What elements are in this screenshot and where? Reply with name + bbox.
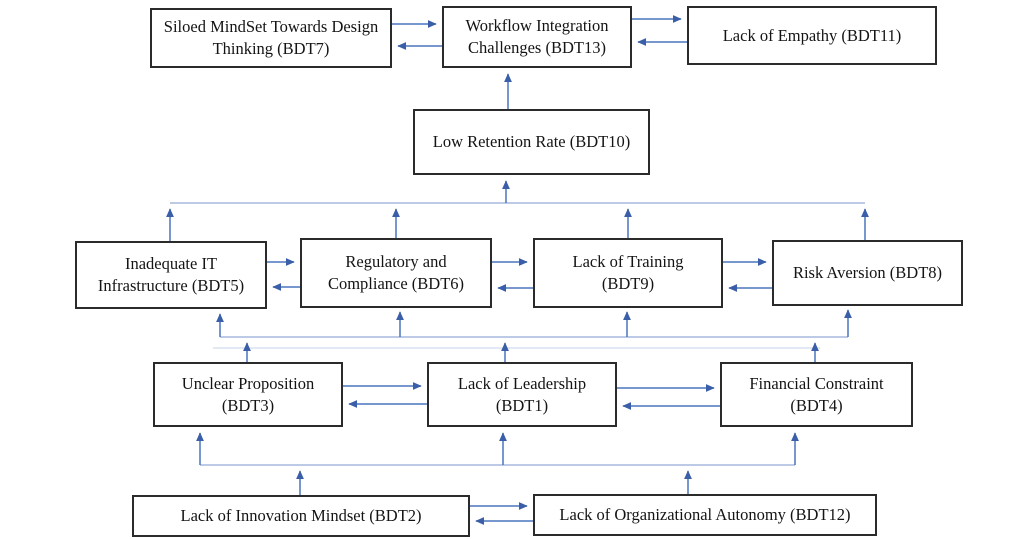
node-bdt4: Financial Constraint (BDT4)	[720, 362, 913, 427]
bus-level3-to-bdt10	[166, 180, 869, 241]
node-bdt3: Unclear Proposition (BDT3)	[153, 362, 343, 427]
node-bdt6: Regulatory and Compliance (BDT6)	[300, 238, 492, 308]
row1-arrows	[392, 15, 687, 109]
node-bdt7: Siloed MindSet Towards Design Thinking (…	[150, 8, 392, 68]
row5-arrows	[470, 502, 533, 525]
node-bdt2: Lack of Innovation Mindset (BDT2)	[132, 495, 470, 537]
row3-arrows	[267, 258, 772, 292]
node-bdt12: Lack of Organizational Autonomy (BDT12)	[533, 494, 877, 536]
node-bdt8: Risk Aversion (BDT8)	[772, 240, 963, 306]
node-bdt1: Lack of Leadership (BDT1)	[427, 362, 617, 427]
node-bdt9: Lack of Training (BDT9)	[533, 238, 723, 308]
bus-level1-to-level2	[196, 432, 799, 495]
row4-arrows	[343, 382, 720, 410]
node-bdt5: Inadequate IT Infrastructure (BDT5)	[75, 241, 267, 309]
bus-level2-to-level3	[213, 309, 852, 362]
node-bdt11: Lack of Empathy (BDT11)	[687, 6, 937, 65]
node-bdt10: Low Retention Rate (BDT10)	[413, 109, 650, 175]
node-bdt13: Workflow Integration Challenges (BDT13)	[442, 6, 632, 68]
